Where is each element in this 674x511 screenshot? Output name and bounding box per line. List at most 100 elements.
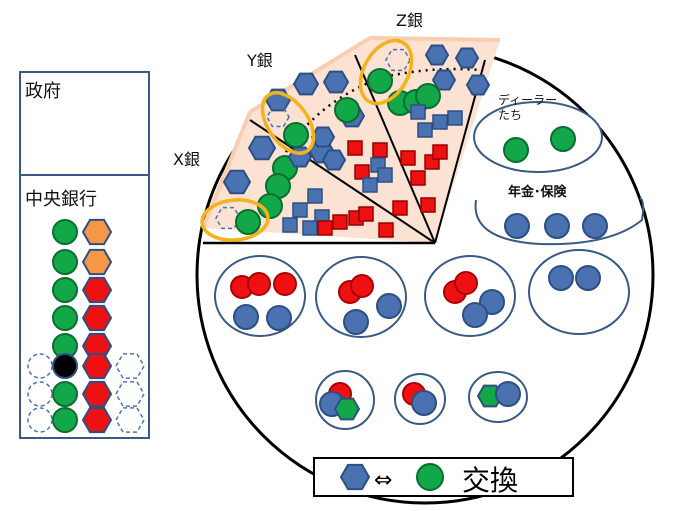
bond-circle-icon: [376, 293, 402, 319]
bond-hexagon-icon: [247, 135, 277, 161]
pension-label: 年金･保険: [508, 184, 568, 200]
bond-hexagon-icon: [81, 248, 113, 276]
bond-hexagon-icon: [322, 70, 350, 94]
bond-circle-icon: [544, 213, 570, 239]
cash-circle-icon: [52, 305, 78, 331]
bond-hexagon-icon: [292, 72, 320, 96]
bond-hexagon-icon: [431, 69, 457, 91]
highlight-oval: [358, 38, 414, 106]
reserve-square-icon: [332, 214, 348, 230]
empty-circle-icon: [27, 353, 53, 379]
government-label: 政府: [25, 81, 61, 102]
bond-square-icon: [282, 217, 298, 233]
cash-circle-icon: [52, 219, 78, 245]
reserve-square-icon: [392, 200, 408, 216]
central-bank-assets: [27, 218, 145, 434]
reserve-circle-icon: [454, 271, 478, 295]
cash-circle-icon: [52, 277, 78, 303]
reserve-square-icon: [372, 142, 388, 158]
wedge-divider-xy: [249, 119, 436, 244]
pension-group: [474, 197, 645, 246]
reserve-square-icon: [432, 144, 448, 160]
empty-hexagon-icon: [385, 48, 411, 72]
reserve-square-icon: [347, 140, 363, 156]
bond-hexagon-icon: [81, 304, 113, 332]
reserve-square-icon: [317, 220, 333, 236]
reserve-circle-icon: [247, 272, 271, 296]
bond-hexagon-icon: [310, 126, 336, 148]
dealers-label-line1: ディーラー: [498, 92, 557, 107]
bank-label-x: X銀: [173, 150, 200, 169]
bond-circle-icon: [504, 213, 530, 239]
bond-circle-icon: [343, 309, 369, 335]
bond-hexagon-icon: [81, 352, 113, 380]
household-group: [528, 249, 630, 335]
bond-square-icon: [302, 220, 318, 236]
reserve-square-icon: [354, 164, 370, 180]
cash-circle-icon: [503, 137, 529, 163]
legend-cash-icon: [416, 463, 444, 491]
bond-hexagon-icon: [333, 397, 361, 421]
bond-square-icon: [432, 114, 448, 130]
reserve-square-icon: [400, 150, 416, 166]
bank-label-z: Z銀: [396, 11, 423, 30]
empty-circle-icon: [27, 381, 53, 407]
bond-circle-icon: [266, 305, 292, 331]
bond-square-icon: [307, 188, 323, 204]
reserve-circle-icon: [273, 272, 297, 296]
household-group: [424, 255, 516, 337]
dealers-label-line2: たち: [498, 108, 522, 122]
bond-hexagon-icon: [222, 169, 252, 195]
left-panel: 政府 中央銀行: [19, 71, 150, 439]
bond-square-icon: [447, 110, 463, 126]
cash-circle-icon: [52, 249, 78, 275]
bond-square-icon: [377, 167, 393, 183]
bond-hexagon-icon: [81, 276, 113, 304]
empty-circle-icon: [27, 407, 53, 433]
bond-circle-icon: [495, 381, 521, 407]
legend-exchange-text: 交換: [462, 464, 518, 497]
government-box: [19, 71, 150, 176]
bond-circle-icon: [52, 353, 78, 379]
bond-circle-icon: [479, 289, 505, 315]
cash-circle-icon: [415, 83, 441, 109]
household-group: [214, 255, 306, 337]
bond-circle-icon: [233, 304, 259, 330]
cash-circle-icon: [550, 126, 576, 152]
highlight-oval: [260, 91, 316, 155]
bond-circle-icon: [548, 265, 574, 291]
cash-circle-icon: [52, 381, 78, 407]
legend: ⇔ 交換: [313, 457, 574, 497]
bond-circle-icon: [411, 390, 437, 416]
bond-hexagon-icon: [321, 149, 347, 171]
bond-hexagon-icon: [465, 74, 491, 96]
highlight-oval: [200, 198, 270, 242]
bond-hexagon-icon: [454, 47, 480, 69]
bond-square-icon: [417, 122, 433, 138]
bank-label-y: Y銀: [246, 51, 273, 70]
bond-hexagon-icon: [81, 380, 113, 408]
bond-square-icon: [410, 104, 426, 120]
dealers-group: [473, 101, 603, 173]
cash-circle-icon: [367, 68, 393, 94]
bond-circle-icon: [462, 302, 488, 328]
bond-square-icon: [362, 177, 378, 193]
cash-circle-icon: [52, 407, 78, 433]
cash-circle-icon: [235, 209, 261, 235]
cash-circle-icon: [283, 122, 309, 148]
legend-arrow: ⇔: [374, 468, 392, 493]
reserve-square-icon: [358, 206, 374, 222]
empty-hexagon-icon: [215, 206, 241, 230]
reserve-square-icon: [378, 222, 394, 238]
bond-hexagon-icon: [81, 406, 113, 434]
central-bank-label: 中央銀行: [25, 189, 97, 210]
cash-circle-icon: [334, 97, 360, 123]
reserve-circle-icon: [350, 274, 374, 298]
legend-bond-icon: [339, 463, 371, 491]
bond-square-icon: [292, 202, 308, 218]
bond-circle-icon: [582, 213, 608, 239]
household-groups: [214, 126, 630, 430]
empty-hexagon-icon: [266, 106, 290, 128]
bond-circle-icon: [575, 265, 601, 291]
